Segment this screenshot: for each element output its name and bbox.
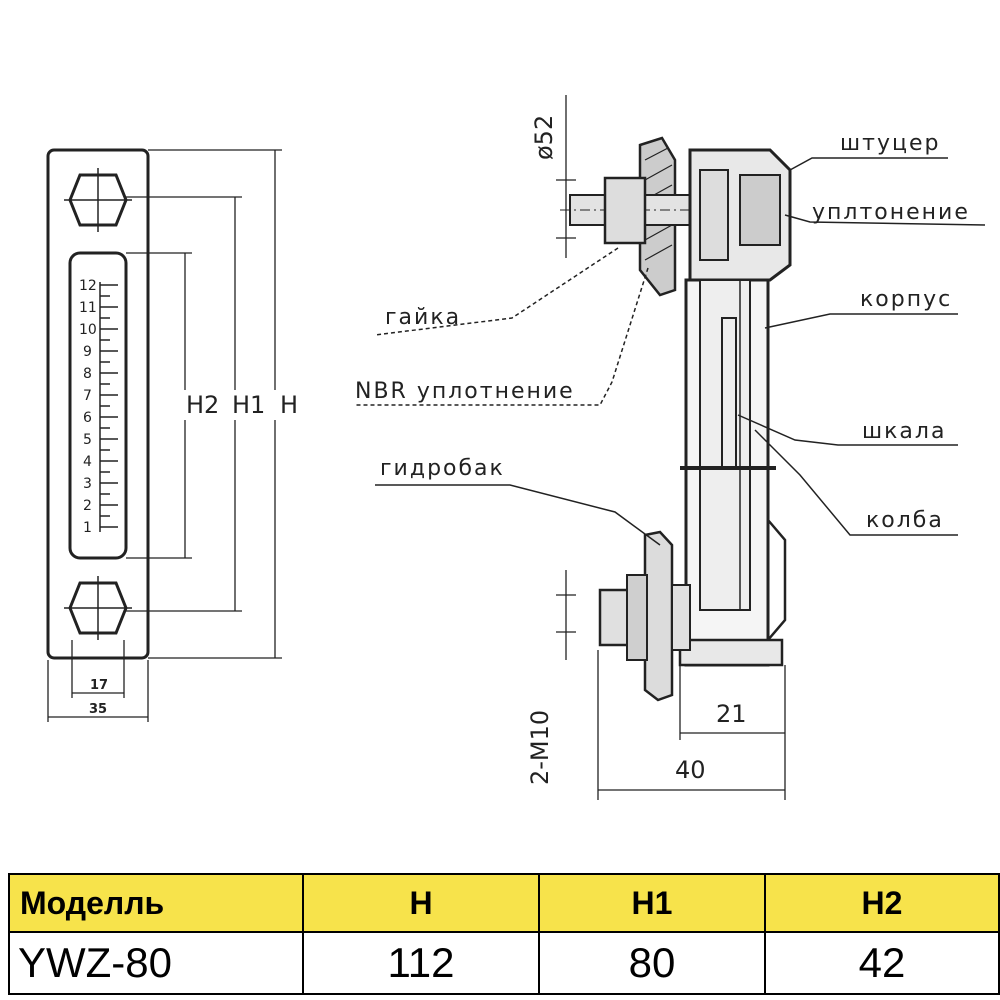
- bottom-bolt-icon: [64, 576, 132, 640]
- cell-h2: 42: [764, 931, 1000, 995]
- width-outer-label: 35: [89, 702, 107, 717]
- depth-outer-label: 40: [675, 756, 706, 784]
- technical-drawing: 12 11 10 9 8 7 6 5 4 3 2 1 H2 H1 H 17 35…: [46, 95, 986, 800]
- depth-dimensions: [597, 650, 786, 800]
- leader-lines: [355, 157, 986, 546]
- depth-inner-label: 21: [716, 700, 747, 728]
- h1-label: H1: [232, 391, 265, 419]
- thread-label: 2-M10: [526, 710, 554, 785]
- cell-h1: 80: [538, 931, 766, 995]
- front-view: [46, 148, 282, 722]
- front-view-labels: 12 11 10 9 8 7 6 5 4 3 2 1 H2 H1 H 17 35: [79, 278, 298, 717]
- scale-mark: 11: [79, 300, 97, 316]
- scale-mark: 9: [83, 344, 92, 360]
- table-header-row: Моделль H H1 H2: [8, 873, 1000, 933]
- table-row: YWZ-80 112 80 42: [8, 931, 1000, 995]
- width-dimensions: [47, 640, 149, 722]
- top-bolt-icon: [64, 168, 132, 232]
- height-dimensions: [126, 149, 282, 659]
- spec-table: Моделль H H1 H2 YWZ-80 112 80 42: [8, 873, 1000, 995]
- cell-h: 112: [302, 931, 540, 995]
- callout-nbr-seal: NBR уплотнение: [355, 379, 575, 404]
- callout-housing: корпус: [860, 287, 952, 312]
- scale-mark: 4: [83, 454, 92, 470]
- width-inner-label: 17: [90, 678, 108, 693]
- scale-mark: 6: [83, 410, 92, 426]
- fitting-head: [688, 148, 792, 282]
- header-h2: H2: [764, 873, 1000, 933]
- callout-nut: гайка: [385, 305, 461, 330]
- callout-seal: уплтонение: [812, 200, 970, 225]
- header-model: Моделль: [8, 873, 304, 933]
- scale-mark: 2: [83, 498, 92, 514]
- sight-window: [68, 251, 128, 560]
- header-h1: H1: [538, 873, 766, 933]
- cell-model: YWZ-80: [8, 931, 304, 995]
- scale-ticks: [99, 282, 118, 532]
- scale-mark: 8: [83, 366, 92, 382]
- header-h: H: [302, 873, 540, 933]
- scale-mark: 10: [79, 322, 97, 338]
- h-label: H: [280, 391, 298, 419]
- callout-scale: шкала: [862, 419, 946, 444]
- h2-label: H2: [186, 391, 219, 419]
- gauge-body-outline: [46, 148, 150, 660]
- scale-mark: 7: [83, 388, 92, 404]
- side-view: [556, 95, 792, 800]
- scale-mark: 12: [79, 278, 97, 294]
- scale-mark: 3: [83, 476, 92, 492]
- housing-body: [678, 278, 787, 667]
- callout-fitting: штуцер: [840, 131, 940, 156]
- callout-bulb: колба: [866, 508, 944, 533]
- scale-mark: 1: [83, 520, 92, 536]
- side-view-labels: штуцер уплтонение корпус шкала колба гай…: [355, 115, 970, 785]
- tank-wall: [598, 530, 691, 702]
- callout-tank: гидробак: [380, 456, 505, 481]
- scale-mark: 5: [83, 432, 92, 448]
- diameter-label: ø52: [530, 115, 558, 160]
